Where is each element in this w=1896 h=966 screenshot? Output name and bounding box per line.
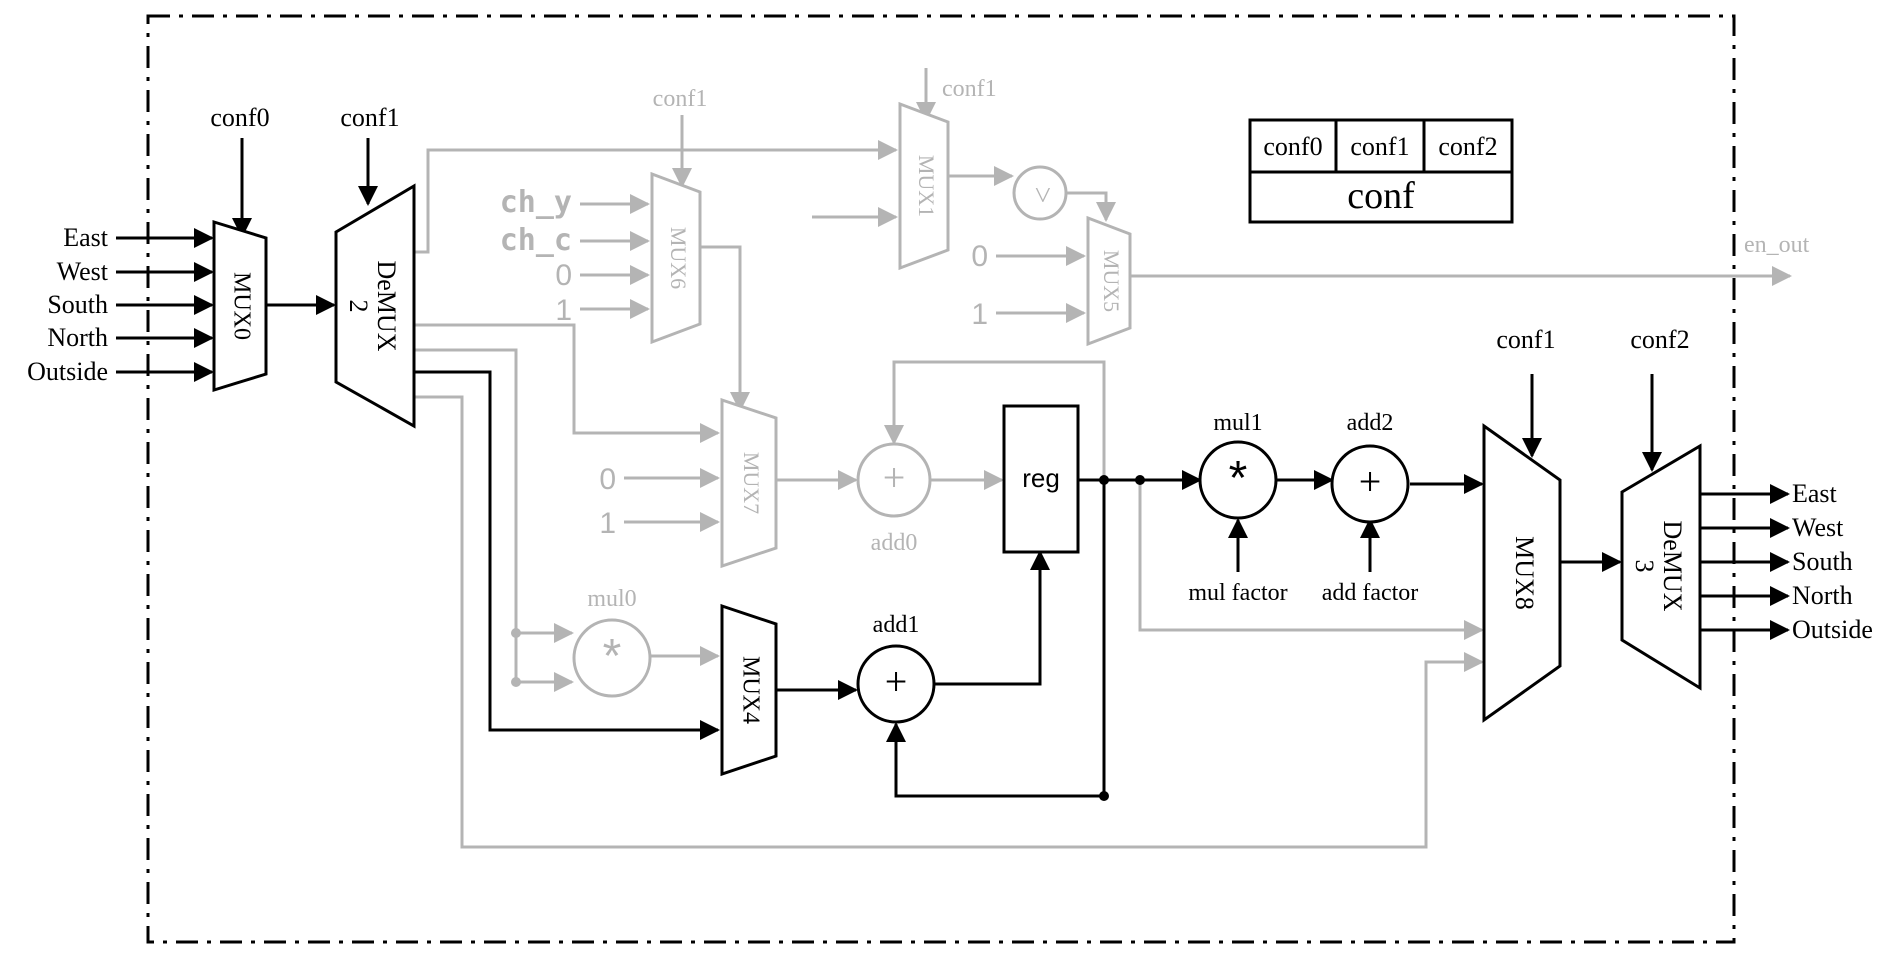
- mux7-input-1: 1: [599, 507, 616, 540]
- add0: + add0: [856, 442, 932, 556]
- input-south: South: [47, 290, 108, 319]
- mux7-input-0: 0: [599, 463, 616, 496]
- wire-add1-reg: [934, 550, 1050, 686]
- wire-mux6-mux7: [700, 245, 750, 412]
- mux5-input-0: 0: [971, 240, 988, 273]
- mux4: MUX4: [720, 603, 778, 777]
- conf-table-cell-0: conf0: [1263, 132, 1322, 161]
- mux5-input-1: 1: [971, 298, 988, 331]
- mux1: MUX1: [898, 101, 950, 271]
- demux2: DeMUX 2: [334, 183, 416, 429]
- add1-symbol: +: [885, 659, 908, 704]
- mux6-label: MUX6: [666, 227, 691, 289]
- add2: + add2 add factor: [1322, 410, 1419, 606]
- mux7: MUX7: [720, 397, 778, 569]
- conf1-mux8-label: conf1: [1496, 325, 1555, 354]
- mux8-label: MUX8: [1510, 536, 1539, 610]
- mux1-label: MUX1: [914, 155, 939, 217]
- mux6: MUX6: [650, 171, 702, 345]
- mux8: MUX8: [1482, 423, 1562, 723]
- input-outside: Outside: [27, 357, 108, 386]
- demux2-label: DeMUX: [372, 261, 401, 352]
- add2-label: add2: [1347, 410, 1394, 436]
- conf-table-title: conf: [1347, 175, 1415, 217]
- inactive-junctions: [511, 628, 521, 687]
- input-north: North: [47, 323, 108, 352]
- conf-table-cell-1: conf1: [1350, 132, 1409, 161]
- wire-demux2-mux8: [414, 395, 1484, 849]
- output-outside: Outside: [1792, 615, 1873, 644]
- output-west: West: [1792, 513, 1844, 542]
- add1: + add1: [856, 612, 936, 724]
- add0-label: add0: [871, 530, 918, 556]
- mux5-label: MUX5: [1099, 250, 1124, 312]
- input-east: East: [63, 223, 109, 252]
- pe-boundary: [146, 14, 1736, 944]
- add2-symbol: +: [1359, 459, 1382, 504]
- mul0: * mul0: [572, 586, 652, 698]
- en-out-label: en_out: [1744, 232, 1810, 258]
- conf1-mux6-label: conf1: [653, 86, 708, 112]
- wire-reg-add1-feedback: [886, 480, 1106, 798]
- mul1-label: mul1: [1213, 410, 1262, 436]
- mux6-input-1: 1: [555, 294, 572, 327]
- wire-demux2-mux7: [414, 323, 720, 443]
- mux0-label: MUX0: [228, 272, 254, 340]
- conf1-mux1-label: conf1: [942, 76, 997, 102]
- inactive-path: [414, 68, 1792, 849]
- mux5: MUX5: [1086, 215, 1132, 347]
- wire-reg-mux8: [1138, 480, 1484, 640]
- demux3-label: DeMUX: [1658, 521, 1687, 612]
- wire-demux2-mux4: [414, 370, 720, 740]
- output-north: North: [1792, 581, 1853, 610]
- input-west: West: [57, 257, 109, 286]
- add-factor-label: add factor: [1322, 580, 1419, 606]
- comparator: >: [1012, 165, 1068, 221]
- mul0-label: mul0: [587, 586, 636, 612]
- reg: reg: [1002, 404, 1080, 554]
- conf2-demux3-label: conf2: [1630, 325, 1689, 354]
- wire-cmp-mux5: [1067, 191, 1116, 222]
- active-path: [116, 138, 1790, 798]
- mux4-label: MUX4: [737, 656, 763, 724]
- demux3: DeMUX 3: [1620, 443, 1702, 691]
- mux6-input-chy: ch_y: [500, 185, 572, 220]
- mux6-input-0: 0: [555, 259, 572, 292]
- demux2-index: 2: [344, 300, 373, 313]
- wire-reg-add0-feedback: [884, 360, 1106, 480]
- conf0-label: conf0: [210, 103, 269, 132]
- mul1: * mul1 mul factor: [1188, 410, 1287, 606]
- mul1-symbol: *: [1229, 452, 1248, 505]
- add0-symbol: +: [883, 455, 906, 500]
- wire-demux2-mul0: [414, 348, 518, 682]
- wire-demux2-mux1: [414, 140, 898, 254]
- output-east: East: [1792, 479, 1838, 508]
- mul0-symbol: *: [603, 630, 622, 683]
- conf1-demux2-label: conf1: [340, 103, 399, 132]
- conf-table: conf0 conf1 conf2 conf: [1248, 118, 1514, 224]
- mul-factor-label: mul factor: [1188, 580, 1287, 606]
- output-south: South: [1792, 547, 1853, 576]
- compare-symbol: >: [1026, 187, 1059, 204]
- reg-label: reg: [1022, 463, 1060, 493]
- mux6-input-chc: ch_c: [500, 223, 572, 258]
- conf-table-cell-2: conf2: [1438, 132, 1497, 161]
- active-junctions: [1099, 475, 1145, 801]
- add1-label: add1: [873, 612, 920, 638]
- demux3-index: 3: [1630, 560, 1659, 573]
- mux0: MUX0: [212, 219, 268, 393]
- mux7-label: MUX7: [739, 452, 764, 514]
